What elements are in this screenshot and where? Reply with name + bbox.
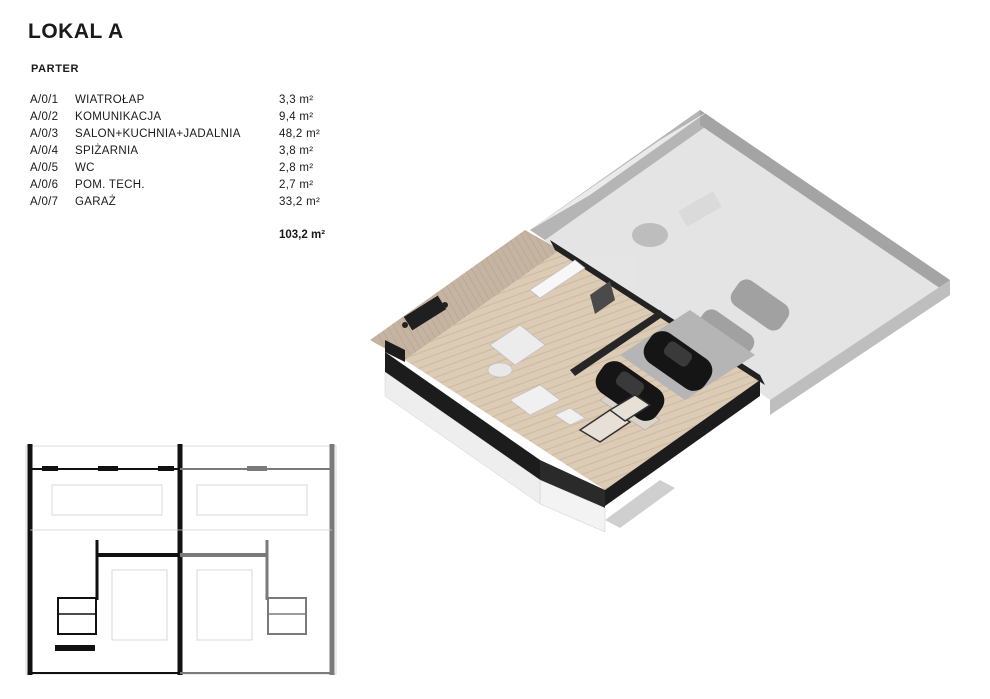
room-name: WC: [75, 162, 95, 174]
right-wall: [605, 380, 760, 506]
terrace: [370, 230, 560, 360]
car-2: [643, 331, 713, 391]
room-code: A/0/7: [30, 196, 59, 208]
front-wall: [385, 352, 540, 480]
room-name: POM. TECH.: [75, 179, 145, 191]
room-row: A/0/6 POM. TECH. 2,7 m²: [30, 179, 350, 195]
room-area: 48,2 m²: [279, 128, 321, 140]
room-area: 3,8 m²: [279, 145, 314, 157]
kitchen-island: [529, 259, 615, 314]
room-code: A/0/3: [30, 128, 59, 140]
room-code: A/0/5: [30, 162, 59, 174]
room-name: SALON+KUCHNIA+JADALNIA: [75, 128, 241, 140]
room-row: A/0/4 SPIŻARNIA 3,8 m²: [30, 145, 350, 161]
room-row: A/0/2 KOMUNIKACJA 9,4 m²: [30, 111, 350, 127]
outdoor-dining-set: [402, 295, 448, 331]
room-code: A/0/4: [30, 145, 59, 157]
room-row: A/0/3 SALON+KUCHNIA+JADALNIA 48,2 m²: [30, 128, 350, 144]
room-row: A/0/5 WC 2,8 m²: [30, 162, 350, 178]
room-area: 3,3 m²: [279, 94, 314, 106]
isometric-floor-render: [370, 110, 950, 533]
coffee-table: [487, 362, 513, 378]
room-name: GARAŻ: [75, 196, 117, 208]
floor-plan-2d: [25, 444, 337, 675]
room-area: 2,8 m²: [279, 162, 314, 174]
unit-a-walls: [27, 444, 183, 675]
room-name: SPIŻARNIA: [75, 145, 139, 157]
room-code: A/0/6: [30, 179, 59, 191]
floor-label: PARTER: [31, 63, 80, 75]
staircase: [509, 384, 561, 416]
room-row: A/0/7 GARAŻ 33,2 m²: [30, 196, 350, 212]
room-row: A/0/1 WIATROŁAP 3,3 m²: [30, 94, 350, 110]
page-title: LOKAL A: [28, 20, 124, 43]
total-area: 103,2 m²: [279, 229, 326, 241]
room-name: KOMUNIKACJA: [75, 111, 162, 123]
unit-b-walls: [180, 444, 335, 675]
room-area: 9,4 m²: [279, 111, 314, 123]
room-code: A/0/2: [30, 111, 59, 123]
neighbour-unit-ghost: [530, 110, 950, 415]
room-name: WIATROŁAP: [75, 94, 145, 106]
room-area: 2,7 m²: [279, 179, 314, 191]
sofa: [489, 324, 546, 366]
room-code: A/0/1: [30, 94, 59, 106]
room-area: 33,2 m²: [279, 196, 321, 208]
